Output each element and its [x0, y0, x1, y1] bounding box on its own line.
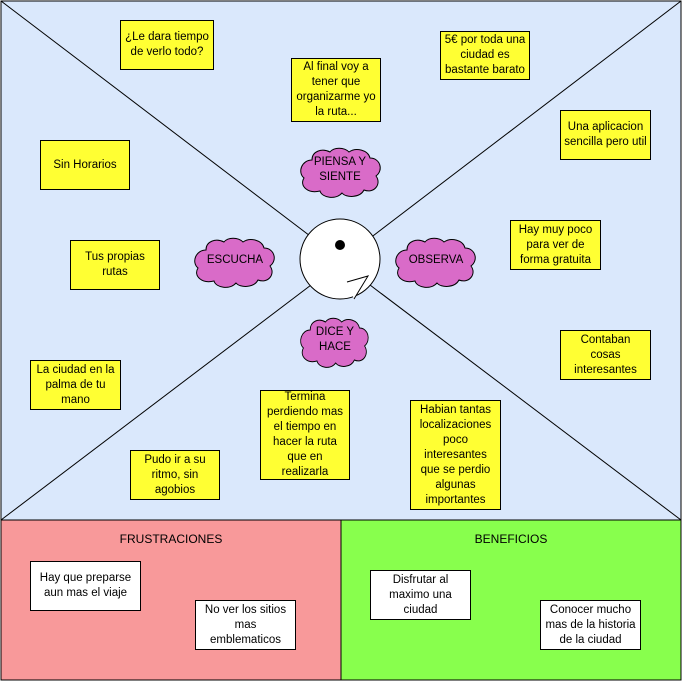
cloud-dice — [300, 317, 369, 368]
diagonal-top-left — [0, 0, 319, 243]
diagonal-bottom-left — [0, 281, 316, 521]
sticky-note-horarios: Sin Horarios — [40, 140, 130, 190]
sticky-note-organizar: Al final voy a tener que organizarme yo … — [291, 58, 381, 122]
sticky-note-cosas: Contaban cosas interesantes — [560, 330, 651, 380]
beneficio-note: Disfrutar al maximo una ciudad — [370, 570, 471, 620]
sticky-note-perdiendo: Termina perdiendo mas el tiempo en hacer… — [260, 390, 350, 480]
sticky-note-palma: La ciudad en la palma de tu mano — [30, 360, 121, 410]
frustracion-note: No ver los sitios mas emblematicos — [195, 600, 296, 650]
sticky-note-gratuita: Hay muy poco para ver de forma gratuita — [510, 220, 601, 270]
cloud-escucha — [194, 237, 275, 288]
cloud-piensa — [300, 147, 381, 198]
sticky-note-ritmo: Pudo ir a su ritmo, sin agobios — [130, 450, 220, 500]
sticky-note-localizaciones: Habian tantas localizaciones poco intere… — [410, 400, 501, 510]
quadrant-label-piensa: PIENSA Y SIENTE — [313, 156, 367, 183]
sticky-note-rutas: Tus propias rutas — [70, 240, 160, 290]
frustraciones-title: FRUSTRACIONES — [119, 532, 223, 546]
quadrant-label-dice: DICE Y HACE — [315, 326, 355, 353]
quadrant-label-observa: OBSERVA — [408, 253, 464, 266]
beneficios-title: BENEFICIOS — [474, 532, 548, 546]
quadrant-label-escucha: ESCUCHA — [206, 253, 264, 266]
sticky-note-precio: 5€ por toda una ciudad es bastante barat… — [440, 31, 530, 80]
frustracion-note: Hay que preparse aun mas el viaje — [30, 561, 141, 611]
diagonal-bottom-right — [369, 284, 682, 521]
cloud-observa — [395, 237, 476, 288]
head-icon — [299, 218, 381, 300]
beneficio-note: Conocer mucho mas de la historia de la c… — [540, 600, 641, 650]
sticky-note-tiempo: ¿Le dara tiempo de verlo todo? — [120, 20, 214, 70]
diagonal-top-right — [364, 0, 682, 243]
sticky-note-aplicacion: Una aplicacion sencilla pero util — [560, 110, 651, 160]
